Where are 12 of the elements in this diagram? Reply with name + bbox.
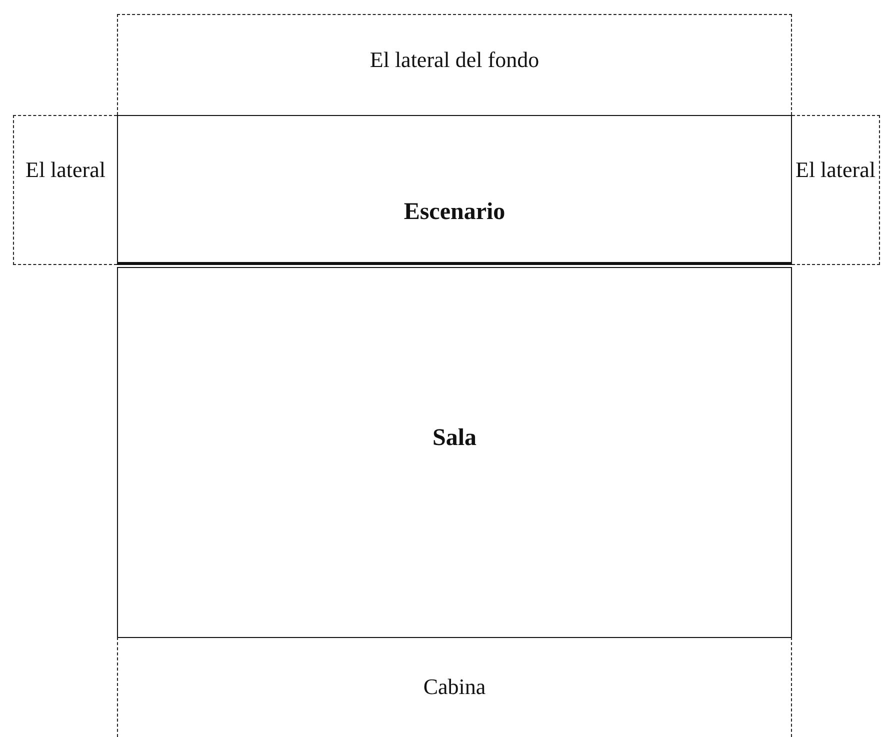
auditorium-area: [117, 267, 792, 638]
stage-area: [117, 115, 792, 265]
area-label: Cabina: [423, 673, 486, 701]
area-label: El lateral: [26, 156, 106, 184]
booth-area: [117, 637, 792, 737]
area-label: Escenario: [404, 198, 506, 226]
side-wing-area: [13, 115, 117, 265]
area-label: El lateral: [796, 156, 876, 184]
area-label: Sala: [432, 424, 476, 452]
backstage-area: [117, 14, 792, 115]
side-wing-area: [792, 115, 880, 265]
area-label: El lateral del fondo: [370, 46, 540, 74]
